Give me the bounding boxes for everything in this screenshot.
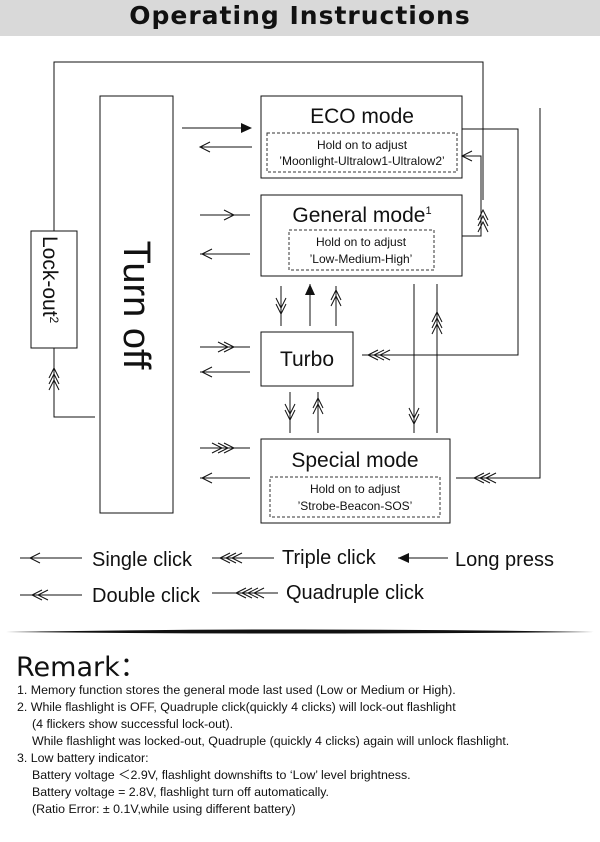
lockout-label: Lock-out2	[38, 236, 61, 324]
eco-hold-value: ’Moonlight-Ultralow1-Ultralow2’	[279, 154, 444, 168]
svg-text:Quadruple click: Quadruple click	[286, 582, 425, 604]
special-mode-box	[260, 438, 451, 524]
legend-long-press: Long press	[398, 549, 554, 571]
turbo-box	[260, 331, 354, 387]
long-press-arrow-icon	[241, 123, 252, 133]
eco-hold-box	[266, 132, 458, 173]
connector-lines	[53, 61, 541, 479]
remark-line: While flashlight was locked-out, Quadrup…	[32, 734, 510, 748]
remark-line: Battery voltage ＜2.9V, flashlight downsh…	[32, 768, 411, 782]
remark-line: Battery voltage = 2.8V, flashlight turn …	[32, 785, 329, 799]
eco-mode-title: ECO mode	[310, 105, 414, 128]
legend: Single click Triple click Long press Dou…	[20, 547, 554, 607]
turbo-title: Turbo	[280, 348, 334, 371]
remark-line: 3. Low battery indicator:	[17, 751, 149, 765]
remark-title: Remark：	[16, 652, 147, 683]
legend-double-click: Double click	[20, 585, 201, 607]
special-mode-title: Special mode	[291, 449, 418, 472]
turn-off-box	[99, 95, 174, 514]
general-hold-box	[288, 229, 435, 271]
special-hold-value: ’Strobe-Beacon-SOS’	[298, 499, 413, 513]
general-mode-title: General mode1	[292, 204, 431, 227]
divider-line	[6, 629, 594, 634]
general-hold-value: ’Low-Medium-High’	[310, 252, 413, 266]
remark-line: (4 flickers show successful lock-out).	[32, 717, 234, 731]
page-title: Operating Instructions	[129, 1, 471, 30]
svg-text:Triple click: Triple click	[282, 547, 377, 569]
eco-mode-box	[260, 95, 463, 179]
remark-line: 2. While flashlight is OFF, Quadruple cl…	[17, 700, 456, 714]
eco-hold-label: Hold on to adjust	[317, 138, 408, 152]
legend-triple-click: Triple click	[212, 547, 377, 569]
long-press-arrow-icon	[398, 553, 409, 563]
triple-click-arrow-icon	[477, 209, 489, 233]
general-hold-label: Hold on to adjust	[316, 235, 407, 249]
svg-text:Long press: Long press	[455, 549, 554, 571]
legend-single-click: Single click	[20, 549, 193, 571]
svg-text:Single click: Single click	[92, 549, 193, 571]
turn-off-label: Turn off	[115, 241, 157, 370]
special-hold-box	[269, 476, 441, 518]
remark-line: (Ratio Error: ± 0.1V,while using differe…	[32, 802, 296, 816]
remark-line: 1. Memory function stores the general mo…	[17, 683, 456, 697]
title-bar	[0, 0, 600, 36]
svg-text:Double click: Double click	[92, 585, 201, 607]
special-hold-label: Hold on to adjust	[310, 482, 401, 496]
long-press-arrow-icon	[305, 284, 315, 295]
legend-quadruple-click: Quadruple click	[212, 582, 425, 604]
remark-list: 1. Memory function stores the general mo…	[17, 682, 509, 818]
